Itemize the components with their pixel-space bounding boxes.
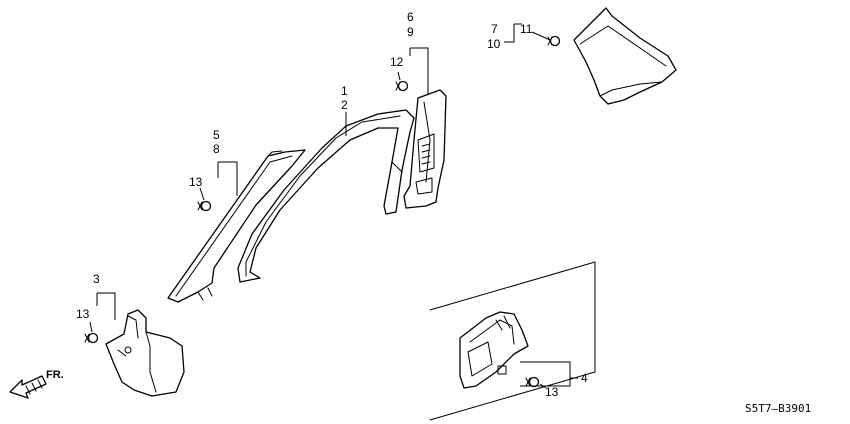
callout-13-side-trim: 13	[76, 307, 90, 321]
door-opening-trim	[237, 109, 415, 283]
clip-13-front-pillar	[197, 200, 212, 212]
center-pillar-upper-garnish	[403, 89, 447, 209]
center-pillar-lower-box	[429, 261, 596, 421]
center-pillar-lower-garnish	[459, 311, 529, 389]
callout-1: 1	[341, 84, 348, 98]
callout-13-front-pillar: 13	[189, 175, 203, 189]
callout-11: 11	[520, 22, 533, 36]
callout-3: 3	[93, 272, 100, 286]
callout-13-center-lower: 13	[545, 385, 559, 399]
rear-pillar-garnish	[573, 7, 677, 105]
callout-6: 6	[407, 10, 414, 24]
clip-13-center-lower	[525, 376, 540, 388]
callout-10: 10	[487, 37, 501, 51]
callout-9: 9	[407, 25, 414, 39]
clip-12	[395, 80, 409, 92]
callout-7: 7	[491, 22, 498, 36]
front-direction-arrow: FR.	[9, 369, 64, 399]
callout-4: 4	[581, 371, 588, 385]
front-pillar-garnish	[167, 149, 306, 303]
callout-8: 8	[213, 142, 220, 156]
diagram-code: S5T7—B3901	[745, 402, 811, 415]
front-side-trim	[105, 309, 185, 397]
callout-2: 2	[341, 98, 348, 112]
front-direction-label: FR.	[46, 369, 64, 381]
leader-lines	[89, 23, 578, 389]
callout-12: 12	[390, 55, 404, 69]
callout-5: 5	[213, 128, 220, 142]
clip-11	[547, 35, 561, 47]
clip-13-side-trim	[84, 332, 99, 344]
